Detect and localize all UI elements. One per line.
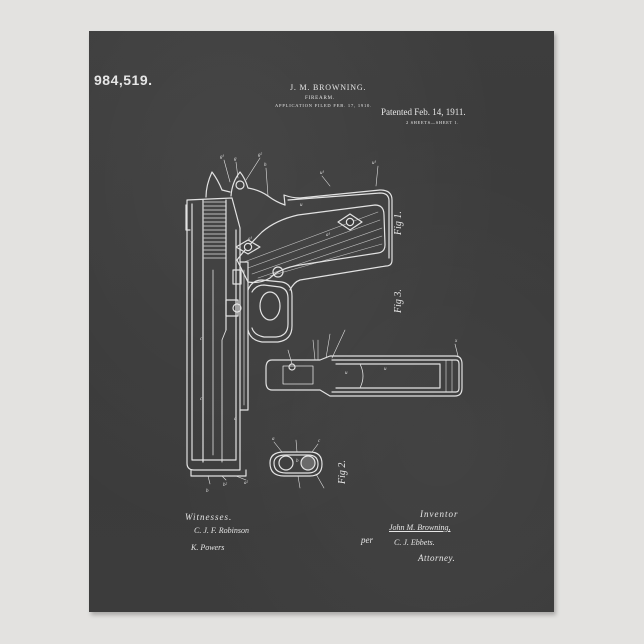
sheet-count: 2 SHEETS—SHEET 1.: [406, 120, 459, 125]
fig1-pistol-icon: [185, 157, 393, 485]
inventor-name-header: J. M. BROWNING.: [290, 83, 367, 92]
svg-text:c: c: [200, 397, 203, 402]
svg-text:c: c: [200, 337, 203, 342]
invention-title: FIREARM.: [305, 96, 335, 101]
per-label: per: [361, 535, 373, 545]
svg-text:a: a: [234, 417, 237, 422]
inventor-signature: John M. Browning,: [389, 523, 451, 532]
svg-text:x: x: [454, 339, 458, 344]
fig2-cross-section-icon: [269, 439, 325, 489]
patent-poster: [89, 31, 554, 612]
svg-text:a²: a²: [244, 480, 249, 486]
svg-text:g²: g²: [258, 152, 263, 158]
inventor-label: Inventor: [420, 509, 459, 519]
witness-signature-1: C. J. F. Robinson: [194, 526, 249, 535]
svg-text:h: h: [264, 163, 267, 168]
svg-text:u¹: u¹: [320, 170, 325, 176]
svg-text:u: u: [384, 367, 387, 372]
svg-text:c: c: [318, 439, 321, 444]
svg-text:a¹: a¹: [326, 232, 331, 238]
svg-text:a¹: a¹: [248, 236, 253, 242]
svg-text:b: b: [296, 459, 299, 464]
svg-text:g: g: [234, 157, 237, 162]
svg-text:b: b: [206, 489, 209, 494]
patent-number: 984,519.: [94, 72, 153, 88]
svg-text:b²: b²: [223, 482, 228, 488]
fig3-label: Fig 3.: [393, 289, 404, 313]
fig1-label: Fig 1.: [393, 211, 404, 235]
svg-text:g¹: g¹: [220, 154, 225, 160]
witness-signature-2: K. Powers: [191, 543, 225, 552]
application-filed-date: APPLICATION FILED FEB. 17, 1910.: [275, 103, 372, 108]
svg-text:a: a: [272, 437, 275, 442]
fig2-label: Fig 2.: [337, 460, 348, 484]
patented-date: Patented Feb. 14, 1911.: [381, 107, 466, 117]
witnesses-label: Witnesses.: [185, 512, 233, 522]
fig3-magazine-icon: [265, 329, 463, 397]
attorney-label: Attorney.: [418, 553, 456, 563]
svg-text:u¹: u¹: [372, 160, 377, 166]
attorney-signature: C. J. Ebbets.: [394, 538, 435, 547]
svg-text:u: u: [345, 371, 348, 376]
svg-text:u: u: [300, 203, 303, 208]
